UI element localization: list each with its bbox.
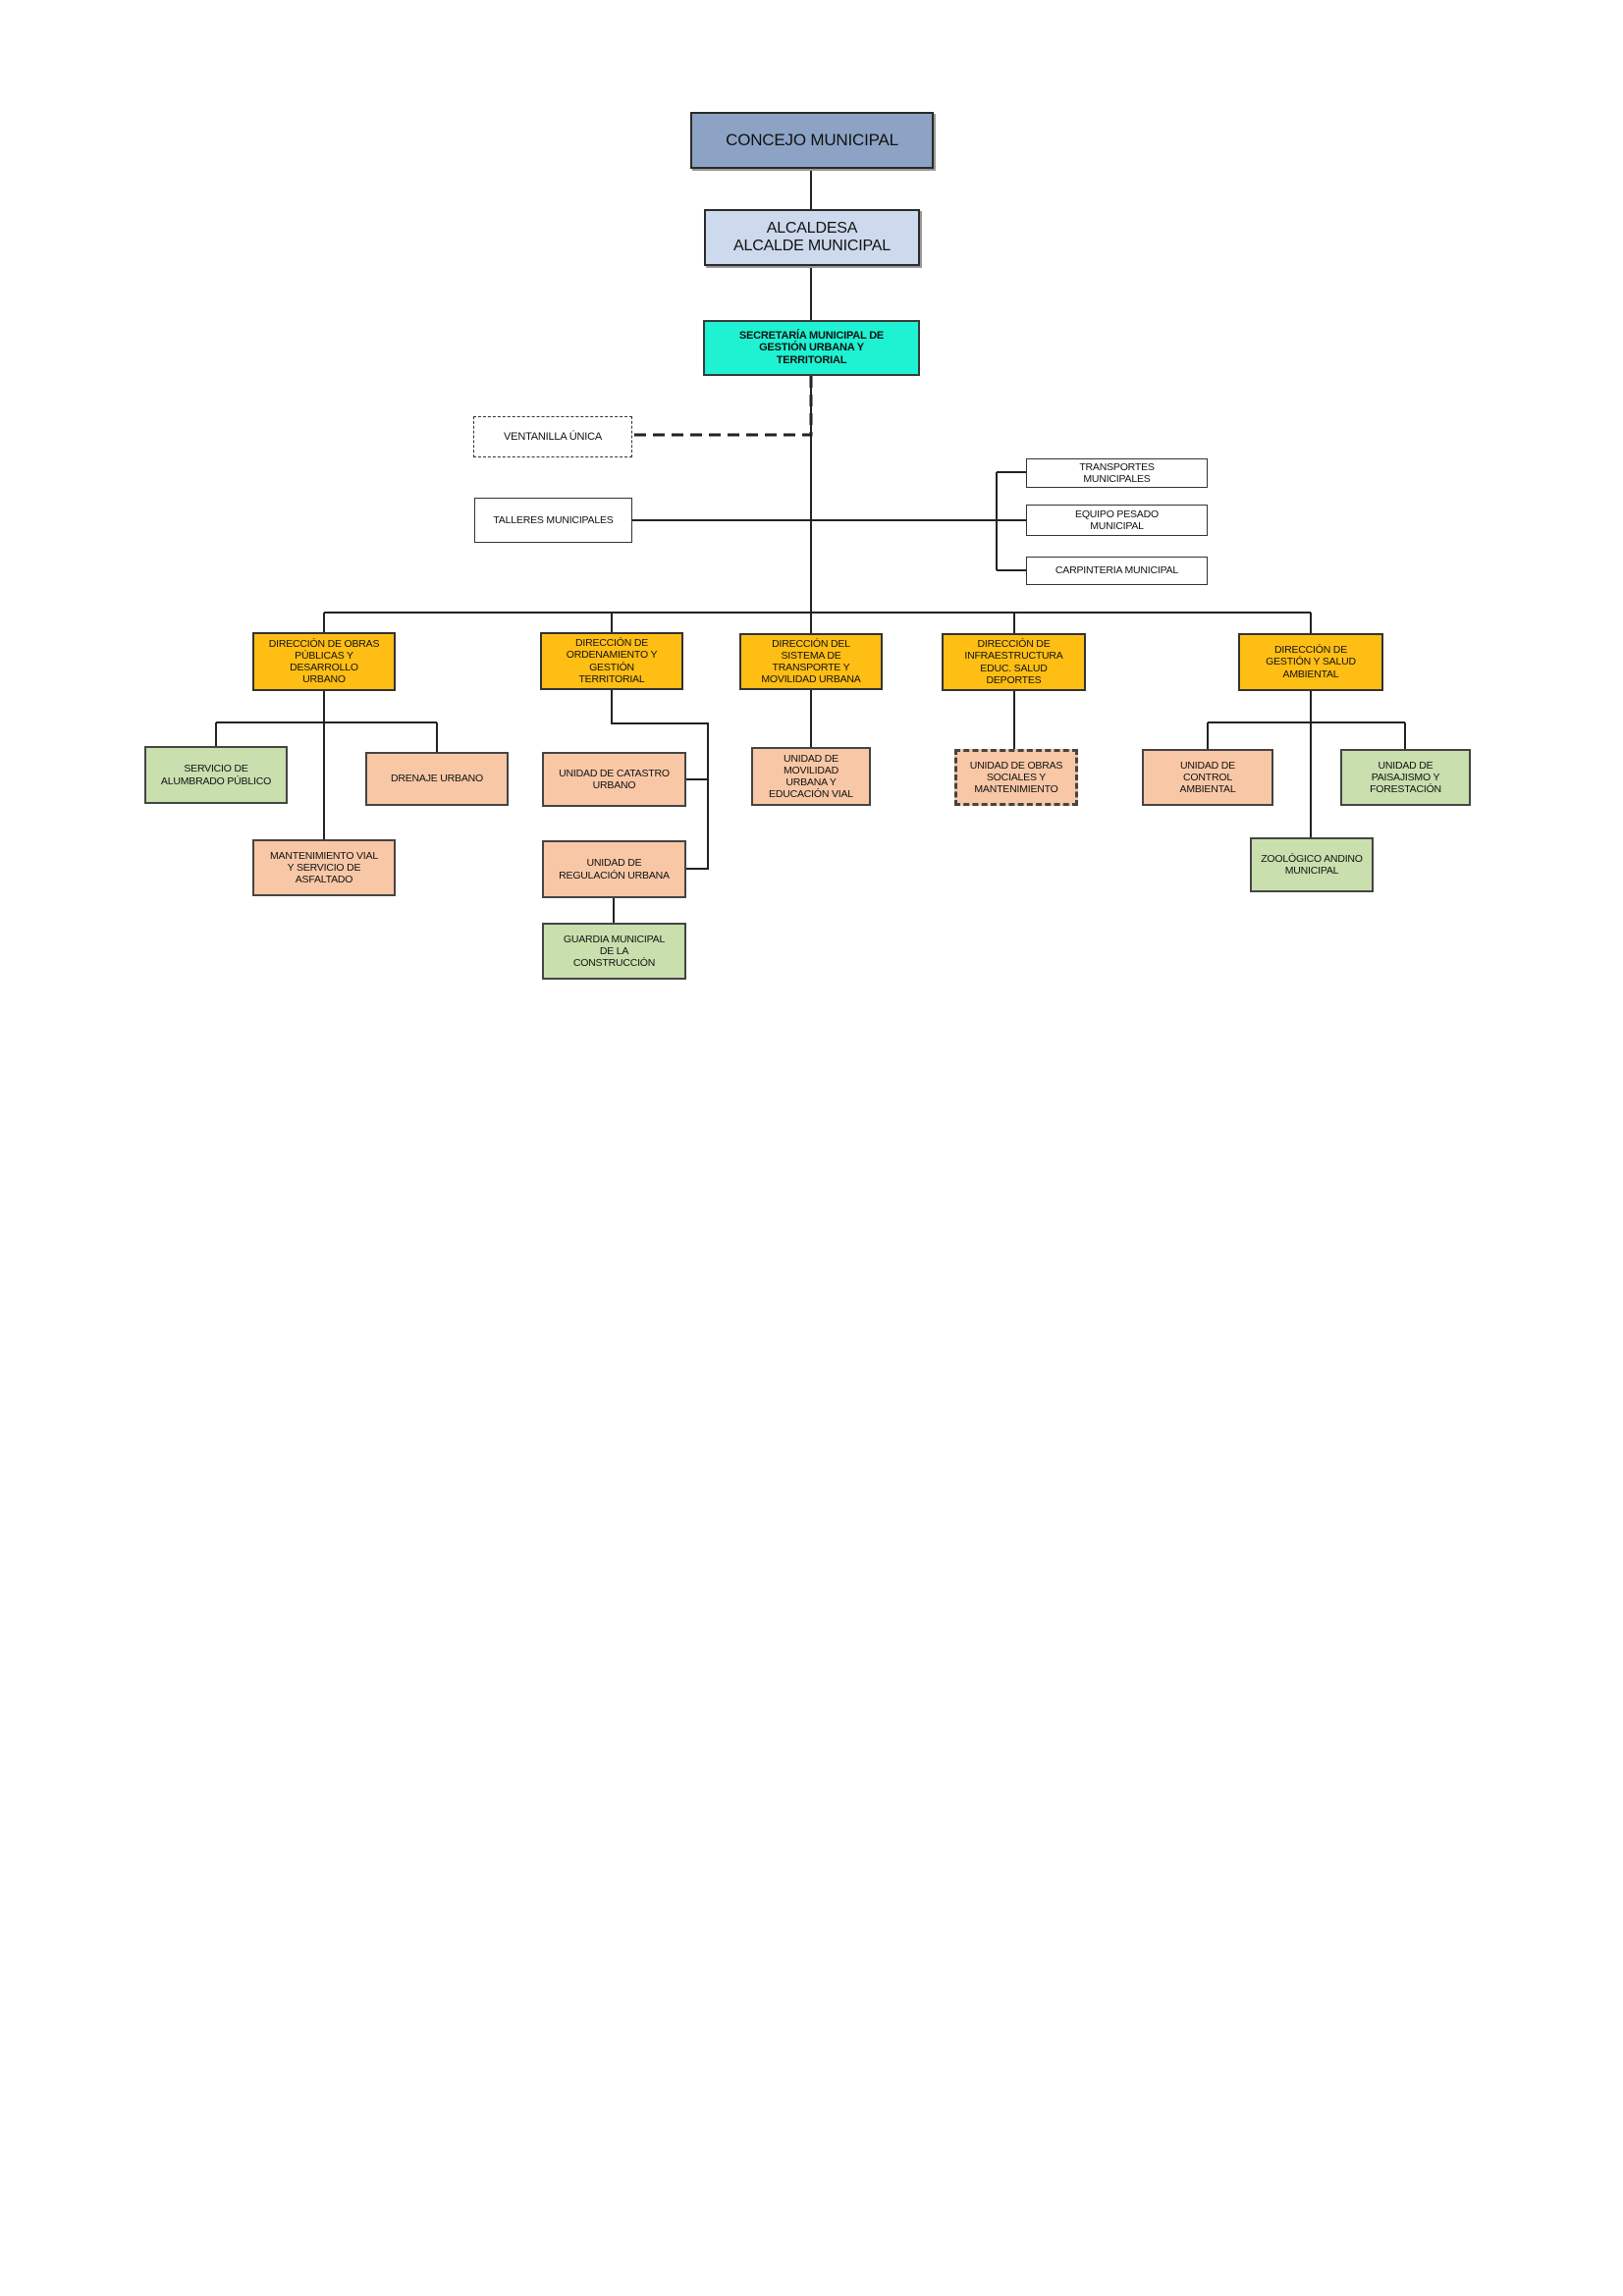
- alcalde-label: ALCALDESA ALCALDE MUNICIPAL: [733, 219, 891, 254]
- alumbrado-publico-box: SERVICIO DE ALUMBRADO PÚBLICO: [144, 746, 288, 804]
- obras-sociales-box: UNIDAD DE OBRAS SOCIALES Y MANTENIMIENTO: [954, 749, 1078, 806]
- concejo-municipal-label: CONCEJO MUNICIPAL: [726, 131, 898, 150]
- concejo-municipal-box: CONCEJO MUNICIPAL: [690, 112, 934, 169]
- org-chart: CONCEJO MUNICIPAL ALCALDESA ALCALDE MUNI…: [0, 0, 1623, 982]
- guardia-municipal-label: GUARDIA MUNICIPAL DE LA CONSTRUCCIÓN: [563, 933, 666, 970]
- carpinteria-municipal-label: CARPINTERIA MUNICIPAL: [1055, 564, 1179, 577]
- direccion-ordenamiento-label: DIRECCIÓN DE ORDENAMIENTO Y GESTIÓN TERR…: [566, 637, 658, 685]
- alcalde-box: ALCALDESA ALCALDE MUNICIPAL: [704, 209, 920, 266]
- zoologico-andino-box: ZOOLÓGICO ANDINO MUNICIPAL: [1250, 837, 1374, 892]
- ventanilla-unica-label: VENTANILLA ÚNICA: [504, 430, 602, 443]
- equipo-pesado-label: EQUIPO PESADO MUNICIPAL: [1075, 507, 1159, 532]
- alumbrado-publico-label: SERVICIO DE ALUMBRADO PÚBLICO: [160, 763, 272, 787]
- regulacion-urbana-box: UNIDAD DE REGULACIÓN URBANA: [542, 840, 686, 898]
- carpinteria-municipal-box: CARPINTERIA MUNICIPAL: [1026, 557, 1208, 585]
- connector-lines: [215, 169, 1406, 923]
- direccion-infraestructura-box: DIRECCIÓN DE INFRAESTRUCTURA EDUC. SALUD…: [942, 633, 1086, 691]
- control-ambiental-box: UNIDAD DE CONTROL AMBIENTAL: [1142, 749, 1273, 806]
- talleres-municipales-label: TALLERES MUNICIPALES: [493, 513, 614, 526]
- control-ambiental-label: UNIDAD DE CONTROL AMBIENTAL: [1179, 759, 1236, 796]
- direccion-infraestructura-label: DIRECCIÓN DE INFRAESTRUCTURA EDUC. SALUD…: [964, 638, 1063, 686]
- secretaria-box: SECRETARÍA MUNICIPAL DE GESTIÓN URBANA Y…: [703, 320, 920, 376]
- catastro-urbano-label: UNIDAD DE CATASTRO URBANO: [559, 767, 670, 791]
- transportes-municipales-box: TRANSPORTES MUNICIPALES: [1026, 458, 1208, 488]
- movilidad-urbana-label: UNIDAD DE MOVILIDAD URBANA Y EDUCACIÓN V…: [769, 752, 853, 801]
- direccion-ordenamiento-box: DIRECCIÓN DE ORDENAMIENTO Y GESTIÓN TERR…: [540, 632, 683, 690]
- talleres-municipales-box: TALLERES MUNICIPALES: [474, 498, 632, 543]
- direccion-gestion-label: DIRECCIÓN DE GESTIÓN Y SALUD AMBIENTAL: [1266, 644, 1356, 680]
- catastro-urbano-box: UNIDAD DE CATASTRO URBANO: [542, 752, 686, 807]
- direccion-transporte-box: DIRECCIÓN DEL SISTEMA DE TRANSPORTE Y MO…: [739, 633, 883, 690]
- connector-ventanilla: [630, 376, 813, 437]
- paisajismo-label: UNIDAD DE PAISAJISMO Y FORESTACIÓN: [1370, 759, 1441, 796]
- paisajismo-box: UNIDAD DE PAISAJISMO Y FORESTACIÓN: [1340, 749, 1471, 806]
- equipo-pesado-box: EQUIPO PESADO MUNICIPAL: [1026, 505, 1208, 536]
- zoologico-andino-label: ZOOLÓGICO ANDINO MUNICIPAL: [1261, 852, 1363, 877]
- mantenimiento-vial-box: MANTENIMIENTO VIAL Y SERVICIO DE ASFALTA…: [252, 839, 396, 896]
- movilidad-urbana-box: UNIDAD DE MOVILIDAD URBANA Y EDUCACIÓN V…: [751, 747, 871, 806]
- regulacion-urbana-label: UNIDAD DE REGULACIÓN URBANA: [559, 857, 670, 881]
- mantenimiento-vial-label: MANTENIMIENTO VIAL Y SERVICIO DE ASFALTA…: [270, 849, 378, 886]
- drenaje-urbano-box: DRENAJE URBANO: [365, 752, 509, 806]
- direccion-obras-box: DIRECCIÓN DE OBRAS PÚBLICAS Y DESARROLLO…: [252, 632, 396, 691]
- secretaria-label: SECRETARÍA MUNICIPAL DE GESTIÓN URBANA Y…: [738, 329, 885, 366]
- guardia-municipal-box: GUARDIA MUNICIPAL DE LA CONSTRUCCIÓN: [542, 923, 686, 980]
- connector-ordenamiento-children: [611, 690, 709, 870]
- drenaje-urbano-label: DRENAJE URBANO: [390, 773, 484, 785]
- direccion-gestion-box: DIRECCIÓN DE GESTIÓN Y SALUD AMBIENTAL: [1238, 633, 1383, 691]
- transportes-municipales-label: TRANSPORTES MUNICIPALES: [1079, 460, 1155, 485]
- ventanilla-unica-box: VENTANILLA ÚNICA: [473, 416, 632, 457]
- obras-sociales-label: UNIDAD DE OBRAS SOCIALES Y MANTENIMIENTO: [969, 759, 1063, 796]
- direccion-obras-label: DIRECCIÓN DE OBRAS PÚBLICAS Y DESARROLLO…: [268, 637, 380, 686]
- direccion-transporte-label: DIRECCIÓN DEL SISTEMA DE TRANSPORTE Y MO…: [761, 637, 861, 686]
